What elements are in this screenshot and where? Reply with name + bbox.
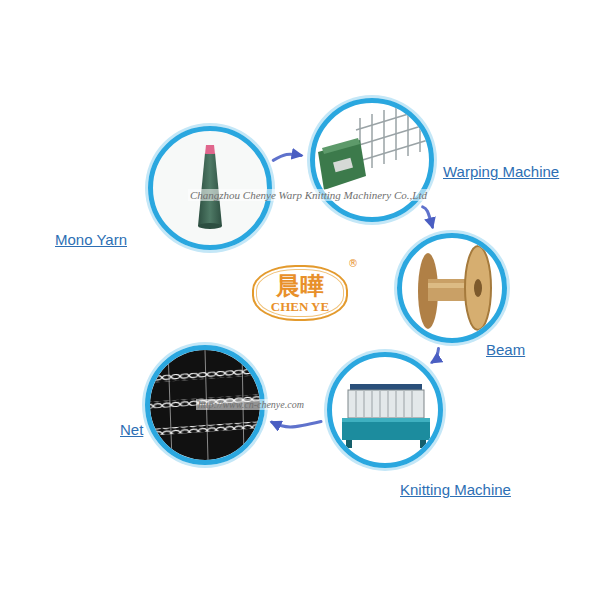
machine-threads [356,391,412,417]
net-rope [145,367,270,383]
step-label: Beam [486,341,525,359]
logo-badge: 晨曄CHEN YE® [252,265,348,321]
beam-flange [465,246,491,330]
flow-arrow [273,154,301,160]
registered-mark: ® [348,259,358,269]
machine-top [322,138,360,154]
cone-base [198,223,222,229]
machine-base [342,418,430,440]
logo-mark: 晨曄 [276,272,324,300]
watermark-text: Changzhou Chenye Warp Knitting Machinery… [188,189,429,201]
beam-picture [400,236,510,346]
cone-tip [205,145,215,154]
warping-machine-picture [312,98,432,220]
knitting-machine-picture [330,355,440,465]
picture-ground [312,100,432,220]
machine-frame [348,390,424,418]
flow-arrow [423,207,433,227]
process-circle: Warping Machine [310,98,434,222]
process-circle: Mono Yarn [148,126,272,250]
machine-leg [346,440,352,448]
process-circle: Knitting Machine [327,352,443,468]
beam-hole [474,279,482,297]
logo-name: CHEN YE [271,300,329,314]
step-label: Knitting Machine [400,481,511,499]
step-label: Mono Yarn [55,231,127,249]
machine-leg [420,440,426,448]
machine-top-beam [350,384,422,390]
flow-arrow [432,349,438,363]
yarn-cone-picture [150,128,270,248]
flow-arrow [272,421,321,426]
picture-ground [330,355,440,465]
process-circle: Beam [397,233,507,343]
machine-base-edge [342,418,430,422]
net-rope [145,420,270,436]
picture-ground [400,236,510,346]
step-label: Warping Machine [443,163,559,181]
step-label: Net [120,421,143,439]
watermark-text: http://www.cn-chenye.com [196,399,306,410]
picture-ground [150,128,270,248]
creel-frame [356,98,428,172]
machine-panel [333,158,353,172]
